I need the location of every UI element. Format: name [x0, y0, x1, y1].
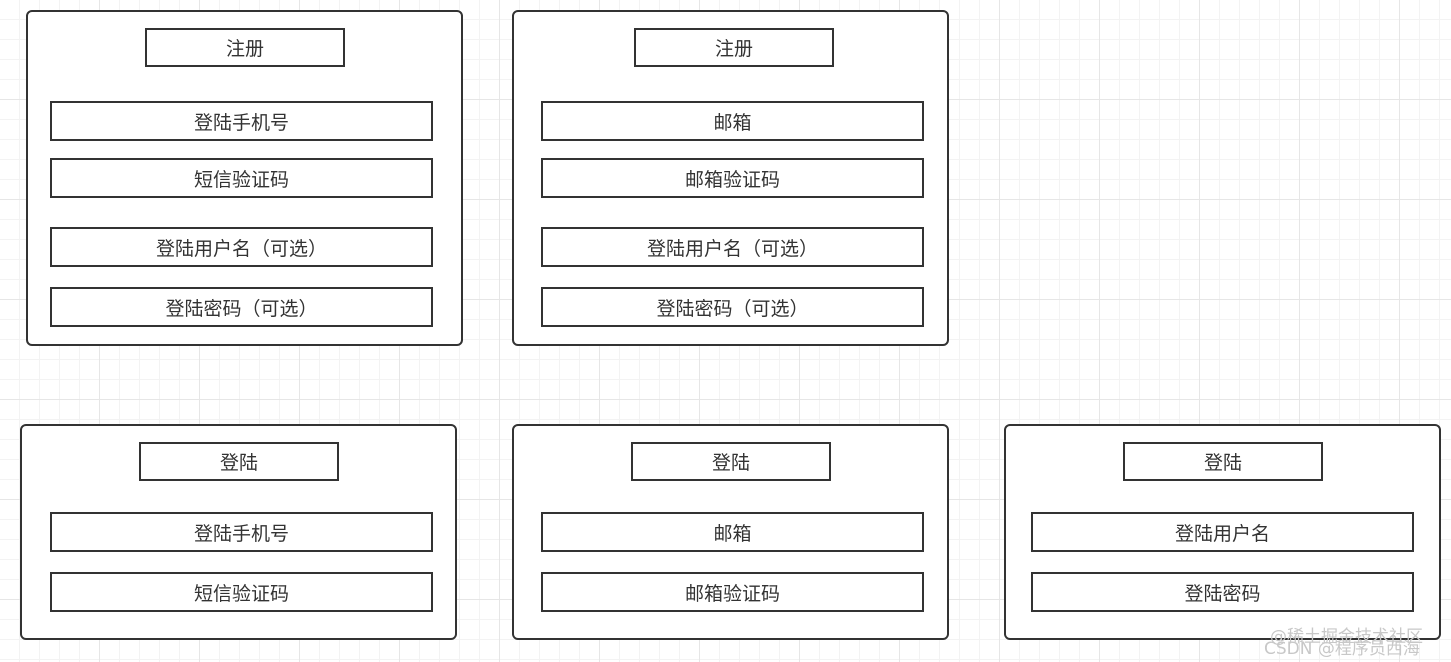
register-email-field-password: 登陆密码（可选）	[541, 287, 924, 327]
register-phone-title: 注册	[145, 28, 345, 67]
login-username-field-username: 登陆用户名	[1031, 512, 1414, 552]
register-phone-field-sms-code: 短信验证码	[50, 158, 433, 198]
register-email-field-email: 邮箱	[541, 101, 924, 141]
login-email-field-email-code: 邮箱验证码	[541, 572, 924, 612]
login-username-title: 登陆	[1123, 442, 1323, 481]
login-phone-field-phone: 登陆手机号	[50, 512, 433, 552]
register-phone-field-username: 登陆用户名（可选）	[50, 227, 433, 267]
login-phone-title: 登陆	[139, 442, 339, 481]
watermark-juejin: @稀土掘金技术社区	[1270, 627, 1423, 647]
register-email-title: 注册	[634, 28, 834, 67]
register-email-field-email-code: 邮箱验证码	[541, 158, 924, 198]
login-email-field-email: 邮箱	[541, 512, 924, 552]
login-email-title: 登陆	[631, 442, 831, 481]
register-email-field-username: 登陆用户名（可选）	[541, 227, 924, 267]
watermark-csdn: CSDN @程序员西海	[1264, 639, 1420, 659]
login-username-field-password: 登陆密码	[1031, 572, 1414, 612]
register-phone-field-password: 登陆密码（可选）	[50, 287, 433, 327]
register-phone-field-phone: 登陆手机号	[50, 101, 433, 141]
login-phone-field-sms-code: 短信验证码	[50, 572, 433, 612]
